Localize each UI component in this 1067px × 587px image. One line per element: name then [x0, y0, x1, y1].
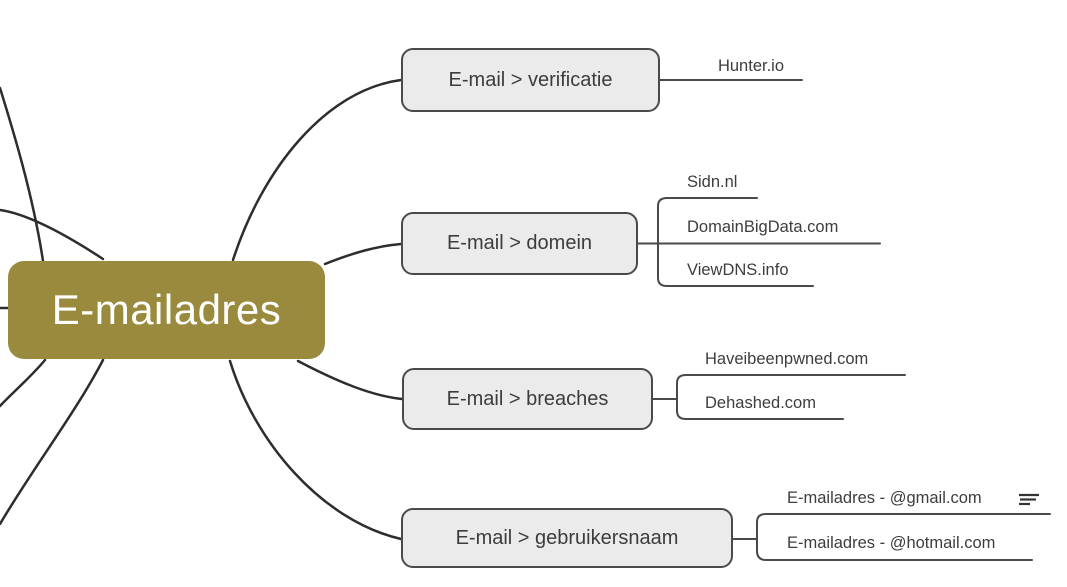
- child-topic-emailadres-gmail[interactable]: E-mailadres - @gmail.com: [787, 489, 982, 507]
- bracket-gebruikersnaam: [756, 513, 767, 561]
- branch-curve-topleft-2: [0, 208, 105, 261]
- child-topic-hunter-io[interactable]: Hunter.io: [717, 57, 785, 75]
- child-topic-dehashed-com[interactable]: Dehashed.com: [705, 394, 816, 412]
- child-topic-lines: [637, 79, 1051, 561]
- bracket-domein: [657, 197, 668, 287]
- topic-label: E-mail > gebruikersnaam: [455, 526, 679, 549]
- topic-email-gebruikersnaam[interactable]: E-mail > gebruikersnaam: [401, 508, 733, 568]
- branch-curve-breaches: [296, 359, 404, 401]
- child-topic-haveibeenpwned-com[interactable]: Haveibeenpwned.com: [705, 350, 869, 368]
- topic-label: E-mail > verificatie: [448, 68, 613, 91]
- bracket-breaches: [676, 374, 687, 420]
- notes-icon[interactable]: [1017, 492, 1041, 508]
- branch-curve-bottomleft-2: [0, 358, 105, 526]
- branch-curve-topleft-1: [0, 86, 45, 263]
- topic-email-verificatie[interactable]: E-mail > verificatie: [401, 48, 660, 112]
- child-topic-sidn-nl[interactable]: Sidn.nl: [687, 173, 738, 191]
- topic-email-domein[interactable]: E-mail > domein: [401, 212, 638, 275]
- child-topic-emailadres-hotmail[interactable]: E-mailadres - @hotmail.com: [787, 534, 996, 552]
- topic-label: E-mail > domein: [446, 232, 593, 254]
- child-topic-domainbigdata-com[interactable]: DomainBigData.com: [687, 218, 839, 236]
- root-topic-emailadres[interactable]: E-mailadres: [8, 261, 325, 359]
- branch-curve-domein: [323, 242, 403, 266]
- branch-curve-bottomleft-1: [0, 358, 47, 408]
- branch-curves: [228, 78, 404, 541]
- child-topic-viewdns-info[interactable]: ViewDNS.info: [687, 261, 789, 279]
- offscreen-branch-curves: [0, 86, 105, 526]
- topic-label: E-mail > breaches: [446, 387, 609, 410]
- branch-curve-gebruikersnaam: [228, 359, 403, 541]
- root-topic-label: E-mailadres: [51, 286, 282, 333]
- topic-email-breaches[interactable]: E-mail > breaches: [402, 368, 653, 430]
- branch-curve-verificatie: [231, 78, 403, 262]
